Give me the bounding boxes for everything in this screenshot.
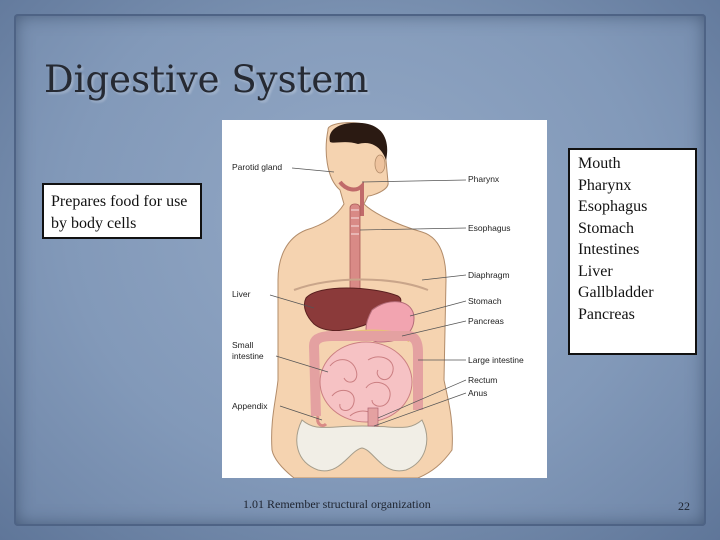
label-parotid-gland: Parotid gland (232, 162, 282, 172)
organ-item: Mouth (578, 155, 621, 172)
digestive-system-illustration: Parotid gland Pharynx Esophagus Diaphrag… (222, 120, 547, 479)
organ-item: Gallbladder (578, 284, 654, 301)
organ-item: Intestines (578, 241, 640, 258)
label-esophagus: Esophagus (468, 223, 511, 233)
label-pharynx: Pharynx (468, 174, 500, 184)
page-number: 22 (678, 499, 690, 513)
organ-list: Mouth Pharynx Esophagus Stomach Intestin… (578, 153, 695, 325)
label-rectum: Rectum (468, 375, 497, 385)
label-pancreas: Pancreas (468, 316, 504, 326)
label-stomach: Stomach (468, 296, 502, 306)
slide-footer: 1.01 Remember structural organization (243, 497, 431, 511)
organ-item: Liver (578, 262, 613, 280)
label-small-intestine-2: intestine (232, 351, 264, 361)
label-diaphragm: Diaphragm (468, 270, 510, 280)
pelvis (296, 419, 428, 472)
slide-title: Digestive System (44, 58, 369, 101)
organ-item: Esophagus (578, 198, 648, 215)
label-small-intestine-1: Small (232, 340, 253, 350)
label-appendix: Appendix (232, 401, 268, 411)
function-text: Prepares food for use by body cells (51, 193, 188, 232)
organ-item: Pharynx (578, 176, 632, 194)
label-large-intestine: Large intestine (468, 355, 524, 365)
small-intestine (319, 341, 413, 423)
function-textbox: Prepares food for use by body cells (42, 183, 202, 239)
large-intestine (308, 331, 423, 417)
label-anus: Anus (468, 388, 487, 398)
organ-item: Stomach (578, 219, 634, 237)
hair (329, 122, 388, 160)
organ-list-box: Mouth Pharynx Esophagus Stomach Intestin… (568, 148, 697, 355)
organ-item: Pancreas (578, 305, 635, 323)
label-liver: Liver (232, 289, 251, 299)
anatomy-diagram: Parotid gland Pharynx Esophagus Diaphrag… (232, 122, 524, 479)
